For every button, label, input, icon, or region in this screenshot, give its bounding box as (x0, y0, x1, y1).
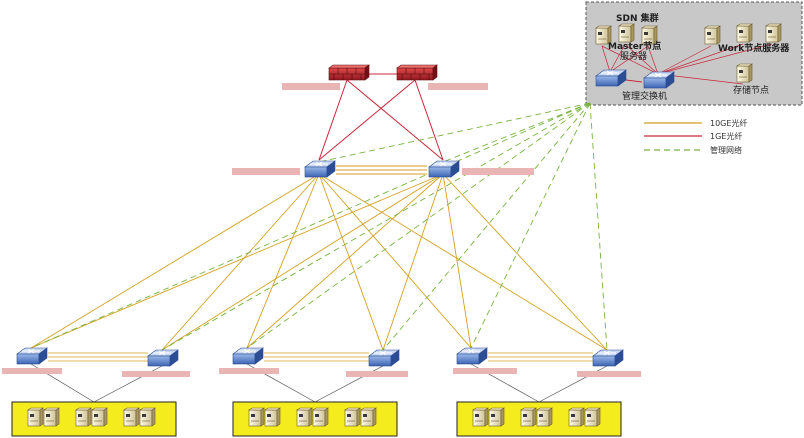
rack-2-server-7[interactable] (344, 407, 361, 427)
access-switch-3[interactable] (232, 347, 264, 365)
sdn-cluster-panel (585, 1, 803, 106)
rack-3-server-1[interactable] (472, 407, 489, 427)
cluster-link-3-1 (657, 45, 712, 75)
rack-1-server-2[interactable] (43, 407, 60, 427)
core-access-link-0-0 (30, 173, 320, 349)
mgmt-link-6 (470, 102, 591, 349)
legend-label-1ge: 1GE光纤 (710, 131, 742, 141)
access-switch-1-tag (2, 368, 62, 374)
cluster-link-5-1 (657, 43, 773, 75)
rack-1-server-7[interactable] (123, 407, 140, 427)
firewall-core-link-0-1 (346, 79, 444, 161)
master-server-2[interactable] (618, 23, 635, 43)
rack-3-server-8[interactable] (584, 407, 601, 427)
firewall-right-tag (428, 83, 488, 90)
cluster-link-1-0 (609, 43, 626, 73)
mgmt-link-2 (30, 102, 591, 349)
access-switch-6[interactable] (592, 349, 624, 367)
rack-2-server-8[interactable] (360, 407, 377, 427)
mgmt-link-0 (318, 102, 591, 163)
cluster-link-0-0 (601, 45, 611, 73)
rack-2-server-1[interactable] (248, 407, 265, 427)
mgmt-link-4 (246, 102, 591, 349)
legend-label-mgmt: 管理网络 (710, 145, 742, 155)
core-access-link-0-3 (318, 173, 384, 351)
access-switch-2[interactable] (147, 349, 179, 367)
core-access-link-1-0 (30, 173, 444, 349)
access-switch-2-tag (122, 371, 190, 377)
core-switch-right[interactable] (428, 160, 460, 178)
cluster-link-0-1 (601, 45, 659, 75)
rack-1-server-8[interactable] (139, 407, 156, 427)
rack-2-server-2[interactable] (264, 407, 281, 427)
core-switch-left-tag (232, 168, 300, 175)
mgmt-switch-1[interactable] (595, 69, 627, 87)
master-node-label: Master节点 (608, 40, 661, 52)
work-server-2[interactable] (736, 23, 753, 43)
rack-1-server-4[interactable] (75, 407, 92, 427)
mgmt-switch-label: 管理交换机 (622, 90, 667, 102)
data-links (30, 165, 608, 362)
firewall-core-link-1-0 (318, 79, 416, 161)
mgmt-link-5 (382, 102, 591, 351)
firewall-right[interactable] (396, 64, 438, 81)
work-server-1[interactable] (704, 25, 721, 45)
mgmt-switch-2[interactable] (643, 71, 675, 89)
core-switch-left[interactable] (304, 160, 336, 178)
mgmt-link-7 (589, 102, 608, 351)
core-access-link-1-3 (382, 173, 444, 351)
rack-1-server-1[interactable] (27, 407, 44, 427)
core-switch-right-tag (462, 168, 534, 175)
mgmt-link-1 (442, 102, 591, 163)
firewall-left[interactable] (328, 64, 370, 81)
work-node-label: Work节点服务器 (718, 42, 790, 54)
cluster-links (601, 43, 773, 85)
work-server-3[interactable] (765, 23, 782, 43)
core-access-link-1-2 (246, 173, 444, 349)
access-switch-5-tag (453, 368, 517, 374)
cluster-link-2-1 (647, 45, 659, 75)
firewall-core-link-1-1 (414, 79, 444, 161)
mgmt-link-3 (161, 102, 591, 351)
mgmt-switch-interlink (625, 79, 643, 83)
rack-2-server-5[interactable] (312, 407, 329, 427)
access-switch-4[interactable] (368, 349, 400, 367)
rack-3-server-7[interactable] (568, 407, 585, 427)
rack-3-server-4[interactable] (520, 407, 537, 427)
access-switch-5[interactable] (456, 347, 488, 365)
storage-server[interactable] (736, 63, 753, 83)
rack-1-server-5[interactable] (91, 407, 108, 427)
rack-uplinks (30, 363, 608, 403)
cluster-link-1-1 (624, 43, 659, 75)
master-node-sublabel: 服务器 (620, 50, 647, 62)
rack-2-server-4[interactable] (296, 407, 313, 427)
access-switch-6-tag (577, 371, 641, 377)
core-access-link-1-5 (442, 173, 608, 351)
core-access-link-1-4 (442, 173, 472, 349)
firewall-core-link-0-0 (318, 79, 348, 161)
core-access-link-0-1 (161, 173, 320, 351)
firewall-left-tag (282, 83, 340, 90)
access-switch-3-tag (219, 368, 279, 374)
core-access-link-1-1 (161, 173, 444, 351)
cluster-link-2-0 (609, 45, 649, 73)
sdn-cluster-title: SDN 集群 (616, 12, 659, 24)
management-links (30, 102, 608, 351)
cluster-link-4-1 (657, 43, 744, 75)
access-switch-4-tag (346, 371, 408, 377)
core-access-link-0-4 (318, 173, 472, 349)
core-access-link-0-5 (318, 173, 608, 351)
core-access-link-0-2 (246, 173, 320, 349)
core-links (318, 73, 444, 161)
rack-3-server-5[interactable] (536, 407, 553, 427)
access-switch-1[interactable] (16, 347, 48, 365)
rack-3-server-2[interactable] (488, 407, 505, 427)
legend-label-10ge: 10GE光纤 (710, 118, 747, 128)
storage-node-label: 存储节点 (733, 84, 769, 96)
legend: 10GE光纤 1GE光纤 管理网络 (644, 118, 747, 155)
